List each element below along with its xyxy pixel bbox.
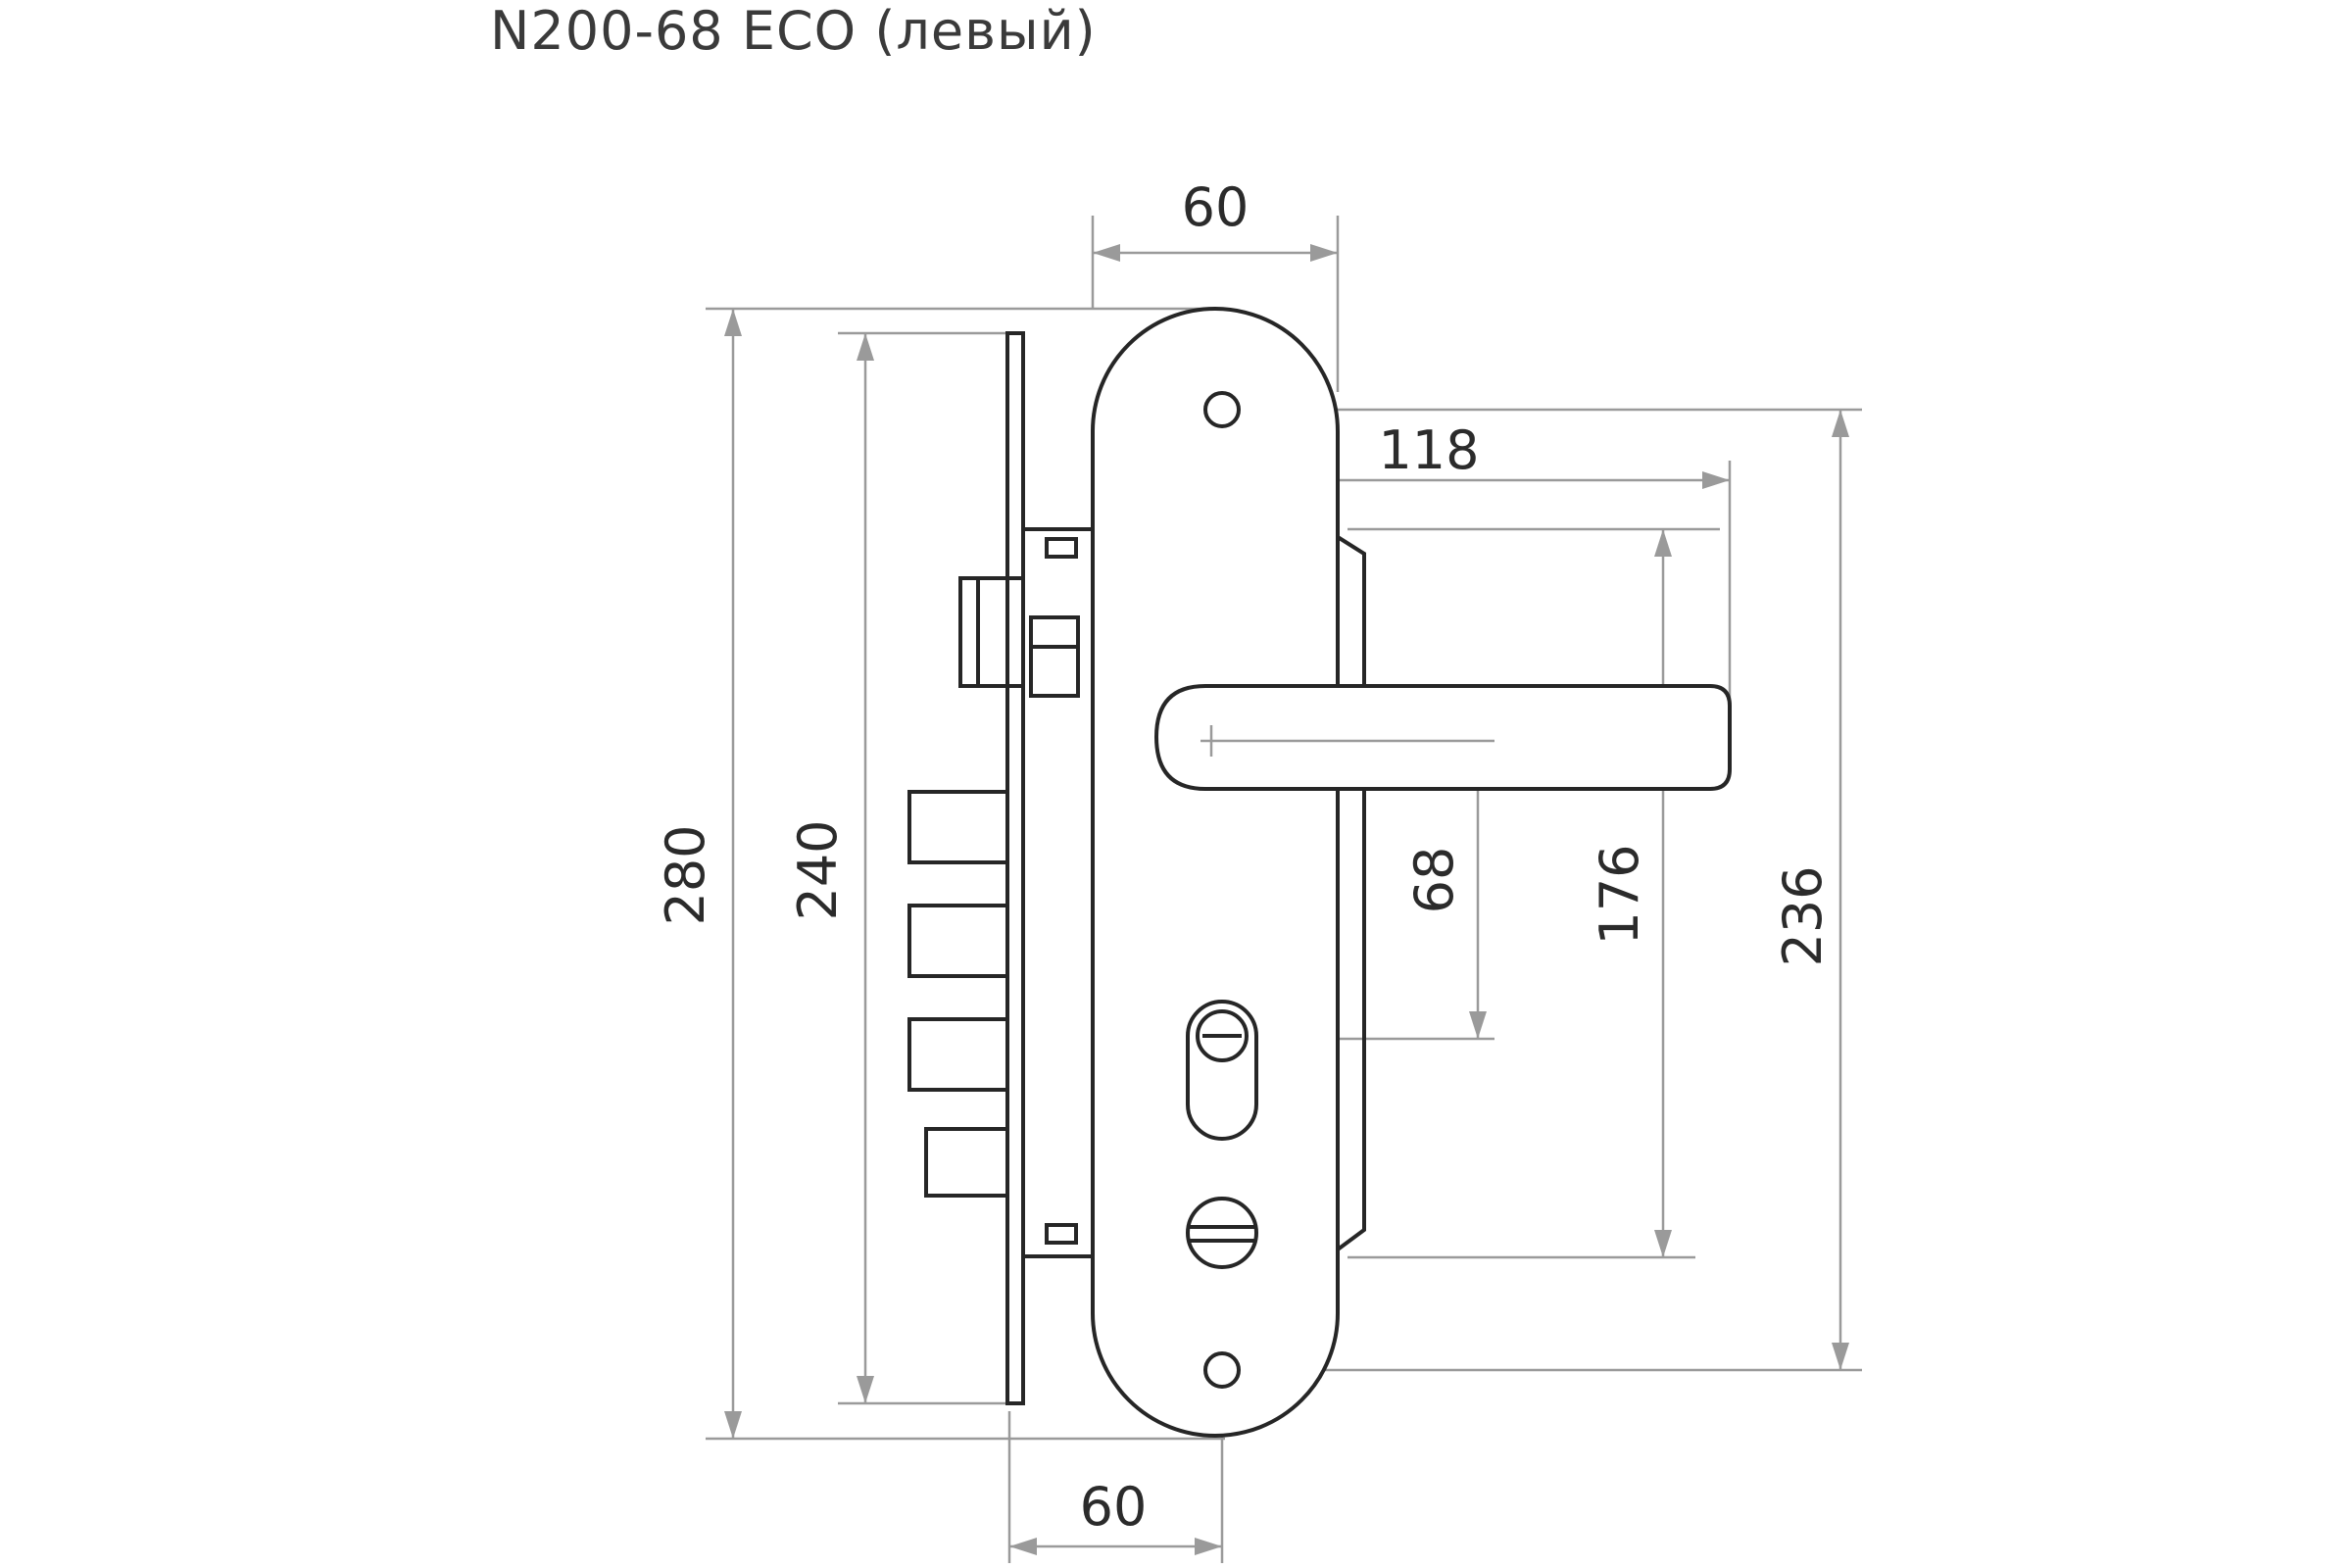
lock-faceplate [1005,331,1025,1405]
deadbolt-1 [907,790,1009,864]
bottom-screw-hole [1203,1351,1241,1389]
deadbolt-4 [924,1127,1009,1198]
plate-outline [1091,307,1340,1438]
thumb-turn [1186,1197,1258,1269]
dim-handle-span: 176 [1589,844,1650,945]
dim-faceplate-height: 240 [787,819,849,920]
dim-screw-span: 236 [1772,865,1834,966]
dim-handle-to-cylinder: 68 [1403,847,1465,914]
drawing-title: N200-68 ECO (левый) [490,0,1097,62]
deadbolt-3 [907,1017,1009,1092]
cylinder-keyhole [1186,1000,1258,1141]
latch-housing [1029,615,1080,698]
dim-top-width: 60 [1182,176,1250,238]
dim-overall-height: 280 [655,824,716,925]
top-screw-hole [1203,391,1241,428]
latch-bolt [958,576,1025,688]
dim-handle-length: 118 [1378,419,1479,481]
escutcheon-plate [1091,307,1366,1438]
lever-handle [1153,684,1732,791]
upper-slot [1045,537,1078,559]
lower-slot [1045,1223,1078,1245]
plate-side-profile [1336,535,1366,1251]
lock-case-edge [1021,527,1095,1258]
deadbolt-2 [907,904,1009,978]
dim-bottom-width: 60 [1080,1476,1148,1538]
